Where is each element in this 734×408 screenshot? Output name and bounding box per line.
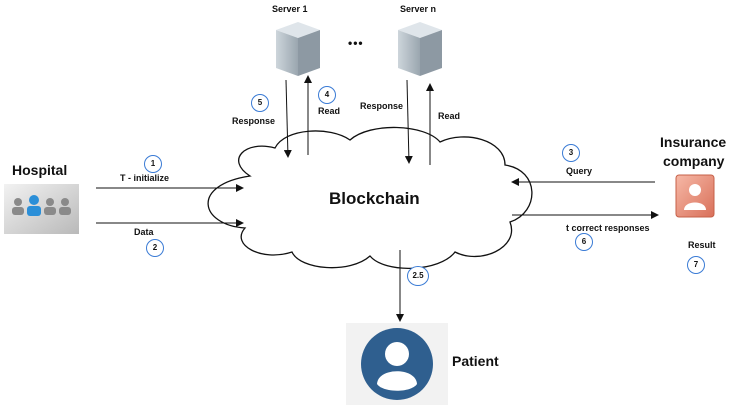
- hospital-icon: [4, 184, 79, 234]
- step-4-badge: 4: [318, 86, 336, 104]
- ellipsis: •••: [348, 36, 364, 50]
- blockchain-label: Blockchain: [329, 189, 420, 208]
- result-label: Result: [688, 240, 716, 250]
- step-2-5-badge: 2.5: [407, 266, 429, 286]
- insurance-icon: [675, 174, 715, 218]
- step-5-badge: 5: [251, 94, 269, 112]
- insurance-label-line2: company: [663, 153, 725, 169]
- patient-label: Patient: [452, 353, 499, 369]
- insurance-label-line1: Insurance: [660, 134, 727, 150]
- hospital-label: Hospital: [12, 162, 68, 178]
- query-label: Query: [566, 166, 593, 176]
- read-1-label: Read: [318, 106, 341, 116]
- t-initialize-label: T - initialize: [120, 173, 170, 183]
- step-7-badge: 7: [687, 256, 705, 274]
- t-correct-label: t correct responses: [566, 223, 650, 233]
- server1-response-arrow: [283, 79, 292, 158]
- step-3-badge: 3: [562, 144, 580, 162]
- server-n-icon: [398, 22, 442, 76]
- read-n-label: Read: [438, 111, 461, 121]
- step-1-badge: 1: [144, 155, 162, 173]
- patient-icon: [346, 323, 448, 405]
- server-n-label: Server n: [400, 4, 437, 14]
- server-1-icon: [276, 22, 320, 76]
- response-n-label: Response: [360, 101, 404, 111]
- data-label: Data: [134, 227, 154, 237]
- step-6-badge: 6: [575, 233, 593, 251]
- server-1-label: Server 1: [272, 4, 308, 14]
- blockchain-cloud: [207, 126, 533, 269]
- step-2-badge: 2: [146, 239, 164, 257]
- response-1-label: Response: [232, 116, 276, 126]
- servern-response-arrow: [404, 79, 413, 164]
